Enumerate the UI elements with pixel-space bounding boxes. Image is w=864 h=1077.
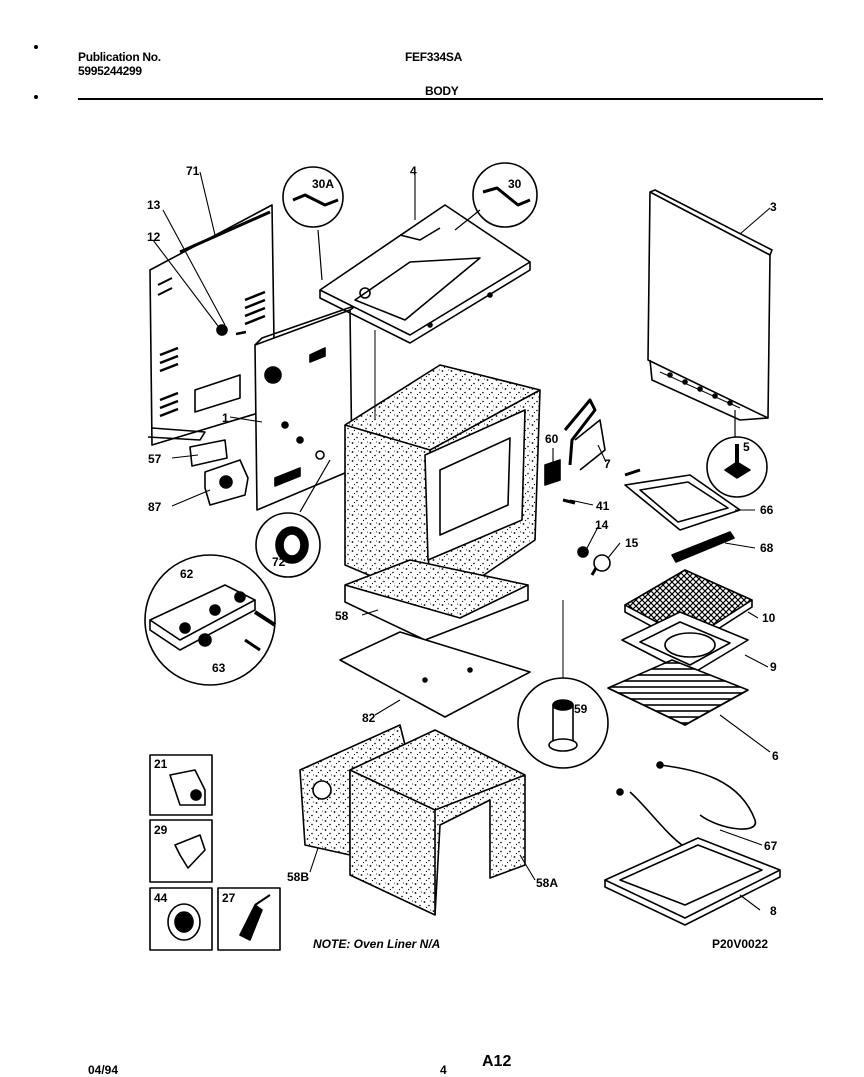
clip-part-41: [562, 498, 576, 505]
callout-44: 44: [154, 891, 168, 905]
callout-1: 1: [222, 411, 229, 425]
sensor-part-60: [544, 459, 561, 486]
part-box-27: [217, 887, 281, 951]
callout-12: 12: [147, 230, 161, 244]
detail-circle-62-63: [144, 554, 277, 686]
broil-element-part-66: [624, 468, 741, 531]
callout-71: 71: [186, 164, 200, 178]
part-box-21: [149, 754, 213, 816]
callout-leader-lines: [152, 171, 771, 911]
callout-58: 58: [335, 609, 349, 623]
plate-part-82: [339, 631, 531, 718]
bracket-part-57: [189, 439, 228, 467]
part-box-44: [149, 887, 213, 951]
margin-dot: [34, 95, 38, 99]
callout-10: 10: [762, 611, 776, 625]
callout-57: 57: [148, 452, 162, 466]
back-panel-part-71: [147, 204, 276, 446]
callout-58b: 58B: [287, 870, 309, 884]
element-part-7: [563, 398, 606, 471]
terminal-block-part-87: [204, 459, 249, 506]
publication-label: Publication No.: [78, 50, 161, 64]
callout-63: 63: [212, 661, 226, 675]
side-frame-part-1: [254, 304, 358, 511]
oven-liner-note: NOTE: Oven Liner N/A: [313, 937, 440, 951]
callout-labels: 71 13 12 1 57 87 30A 4 30 3 5 60 7 41 14…: [147, 164, 779, 918]
callout-67: 67: [764, 839, 778, 853]
callout-6: 6: [772, 749, 779, 763]
callout-30: 30: [508, 177, 522, 191]
page-id: A12: [482, 1053, 512, 1070]
screw-part-14: [577, 546, 589, 558]
callout-30a: 30A: [312, 177, 334, 191]
detail-circle-59: [517, 600, 609, 769]
callout-9: 9: [770, 660, 777, 674]
detail-circle-30a: [282, 166, 344, 281]
bottom-panel-part-8: [604, 837, 781, 926]
detail-circle-30: [454, 162, 538, 231]
model-number: FEF334SA: [405, 50, 462, 64]
callout-27: 27: [222, 891, 236, 905]
callout-59: 59: [574, 702, 588, 716]
callout-8: 8: [770, 904, 777, 918]
oven-rack-part-6: [607, 659, 749, 726]
oven-cavity-body: [344, 330, 541, 606]
callout-15: 15: [625, 536, 639, 550]
bracket-bar-part-68: [671, 531, 735, 563]
callout-7: 7: [604, 457, 611, 471]
callout-29: 29: [154, 823, 168, 837]
footer-mark: 4: [440, 1063, 447, 1077]
margin-dot: [34, 45, 38, 49]
insulation-part-58a: [349, 729, 526, 916]
header-rule: [78, 98, 823, 100]
callout-82: 82: [362, 711, 376, 725]
callout-68: 68: [760, 541, 774, 555]
callout-60: 60: [545, 432, 559, 446]
publication-number: 5995244299: [78, 64, 142, 78]
wire-harness-part-67: [616, 761, 757, 851]
callout-41: 41: [596, 499, 610, 513]
knob-part-15: [590, 554, 611, 576]
callout-21: 21: [154, 757, 168, 771]
drawing-code: P20V0022: [712, 937, 768, 951]
callout-72: 72: [272, 555, 286, 569]
side-panel-part-3: [647, 189, 773, 445]
callout-13: 13: [147, 198, 161, 212]
revision-date: 04/94: [88, 1063, 119, 1077]
callout-66: 66: [760, 503, 774, 517]
top-panel-part-4: [319, 204, 531, 344]
callout-5: 5: [743, 440, 750, 454]
callout-14: 14: [595, 518, 609, 532]
detail-circle-72: [255, 459, 331, 578]
callout-3: 3: [770, 200, 777, 214]
callout-4: 4: [410, 164, 417, 178]
screw-part-12: [216, 324, 228, 336]
section-title: BODY: [425, 84, 459, 98]
callout-87: 87: [148, 500, 162, 514]
callout-58a: 58A: [536, 876, 558, 890]
screw-part-13: [235, 330, 247, 336]
callout-62: 62: [180, 567, 194, 581]
part-box-29: [149, 819, 213, 883]
leveling-leg-part-5: [706, 436, 768, 498]
